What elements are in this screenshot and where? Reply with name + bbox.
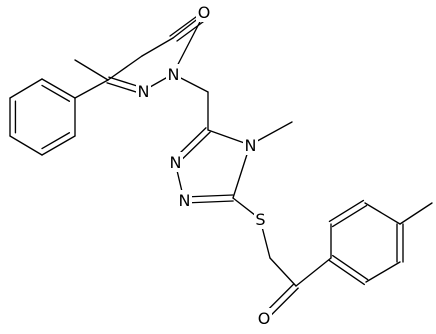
bond-line: [41, 132, 71, 150]
svg-text:O: O: [258, 309, 271, 328]
atom-label-layer: O N N N N N S: [136, 2, 272, 328]
atom-o-carbonyl-top: O: [196, 2, 212, 22]
atom-n-triazole-a: N: [168, 152, 183, 172]
svg-text:N: N: [138, 82, 150, 101]
atom-n-pyridazinone-2: N: [136, 81, 151, 101]
bond-line: [169, 13, 201, 37]
bond-line: [41, 135, 76, 156]
bond-line: [41, 78, 76, 99]
bond-line: [141, 37, 174, 57]
bond-line: [9, 135, 43, 156]
svg-text:N: N: [168, 65, 180, 84]
bond-line: [9, 78, 43, 99]
bond-line: [269, 257, 297, 287]
bond-line: [176, 18, 208, 42]
atom-n-pyridazinone-1: N: [166, 64, 181, 84]
bond-line: [74, 79, 109, 99]
bond-line: [399, 202, 433, 225]
svg-text:N: N: [179, 191, 191, 210]
bond-layer: [9, 13, 433, 321]
atom-n-triazole-b: N: [177, 190, 192, 210]
bond-line: [183, 200, 234, 204]
svg-text:O: O: [198, 3, 211, 22]
bond-line: [295, 257, 332, 287]
svg-text:N: N: [170, 153, 182, 172]
bond-line: [41, 84, 71, 102]
bond-line: [328, 259, 365, 286]
atom-n-methyl-triazole: N: [243, 135, 258, 155]
bond-line: [331, 204, 368, 228]
bond-line: [107, 55, 143, 81]
bond-line: [364, 202, 401, 225]
atom-s-thioether: S: [254, 209, 267, 229]
bond-line: [332, 254, 369, 281]
bond-line: [183, 194, 234, 198]
bond-line: [365, 261, 401, 283]
svg-text:S: S: [255, 210, 265, 229]
bond-line: [328, 199, 365, 223]
atom-o-ketone-bottom: O: [256, 308, 272, 328]
svg-text:N: N: [245, 136, 257, 155]
bond-line: [74, 59, 109, 81]
